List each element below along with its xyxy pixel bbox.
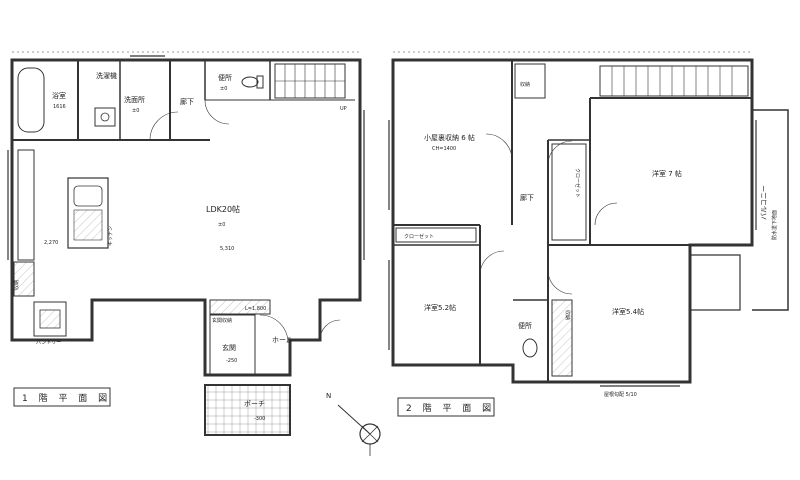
label-roof-note: 屋根勾配 5/10: [604, 391, 637, 398]
label-dim-ldk: 5,310: [220, 246, 234, 252]
label-attic-note: CH=1400: [432, 146, 456, 152]
compass-north-label: N: [326, 392, 331, 400]
floor-2-stair: [599, 65, 749, 97]
closet-52jo: [395, 227, 477, 243]
label-western-7: 洋室 7 帖: [652, 169, 682, 178]
toilet-fixture-1f: [241, 76, 259, 88]
floor-2-outer-wall: [391, 58, 754, 384]
label-porch: ポーチ: [244, 400, 265, 408]
label-dressing-level: ±0: [132, 108, 139, 114]
label-toilet-1f-level: ±0: [220, 86, 227, 92]
label-ldk: LDK20帖: [206, 204, 240, 214]
label-entrance-level: -250: [226, 358, 237, 364]
label-washroom: 洗濯機: [96, 71, 117, 80]
floor-1-caption-box: [13, 387, 111, 407]
label-closet-52: クローゼット: [404, 233, 434, 240]
label-balcony: バルコニー: [760, 185, 768, 220]
label-kitchen: キッチン: [108, 226, 114, 246]
label-bath: 浴室: [52, 91, 66, 100]
wash-basin: [94, 107, 116, 127]
label-up: UP: [340, 106, 347, 112]
kitchen-island: [67, 177, 109, 249]
label-corridor-2f: 廊下: [520, 193, 534, 202]
label-ldk-level: ±0: [218, 222, 225, 228]
label-entrance: 玄関: [222, 343, 236, 352]
closet-7jo: [551, 143, 587, 241]
floor-1-labels: 浴室 1616 洗濯機 洗面所 ±0 便所 ±0 廊下 UP LDK20帖 ±0…: [13, 71, 347, 422]
label-dim-kitchen: 2,270: [44, 240, 58, 246]
label-bath-size: 1616: [53, 104, 66, 110]
label-wic: 収納: [564, 310, 571, 320]
kitchen-back-counter: [17, 149, 35, 261]
label-corridor-1f: 廊下: [180, 97, 194, 106]
label-hall: ホール: [272, 336, 293, 344]
label-closet-7: クローゼット: [574, 168, 581, 198]
label-balcony-note: 防水塗下地面: [771, 210, 778, 240]
label-height-note: L=1,800: [245, 306, 266, 312]
bathtub: [17, 67, 45, 133]
label-western-52: 洋室5.2帖: [424, 303, 456, 312]
floor-1-caption: 1 階 平 面 図: [22, 393, 111, 404]
floor-2-caption: 2 階 平 面 図: [406, 403, 495, 414]
label-pantry: パントリー: [36, 340, 61, 346]
label-western-54: 洋室5.4帖: [612, 307, 644, 316]
balcony-outline: [752, 109, 789, 311]
label-toilet-2f: 便所: [518, 321, 532, 330]
label-toilet-1f: 便所: [218, 73, 232, 82]
floor-2-caption-box: [397, 397, 495, 417]
label-dressing: 洗面所: [124, 95, 145, 104]
label-porch-level: -300: [254, 416, 265, 422]
floor-1-plan: [7, 51, 365, 436]
entrance-floor: [209, 314, 256, 376]
floor-2-labels: 小屋裏収納 6 帖 CH=1400 収納 廊下 洋室 7 帖 洋室5.2帖 洋室…: [404, 81, 778, 398]
compass: [337, 404, 381, 456]
toilet-fixture-2f: [522, 338, 538, 358]
porch-area: [204, 384, 291, 436]
floor-1-outer-wall: [10, 58, 362, 377]
floor-2-plan: [388, 51, 789, 387]
label-storage-2f: 収納: [520, 81, 530, 88]
label-shoe-storage: 玄関収納: [212, 317, 232, 324]
label-storage-1f: 収納: [13, 280, 20, 290]
label-attic: 小屋裏収納 6 帖: [424, 133, 475, 142]
